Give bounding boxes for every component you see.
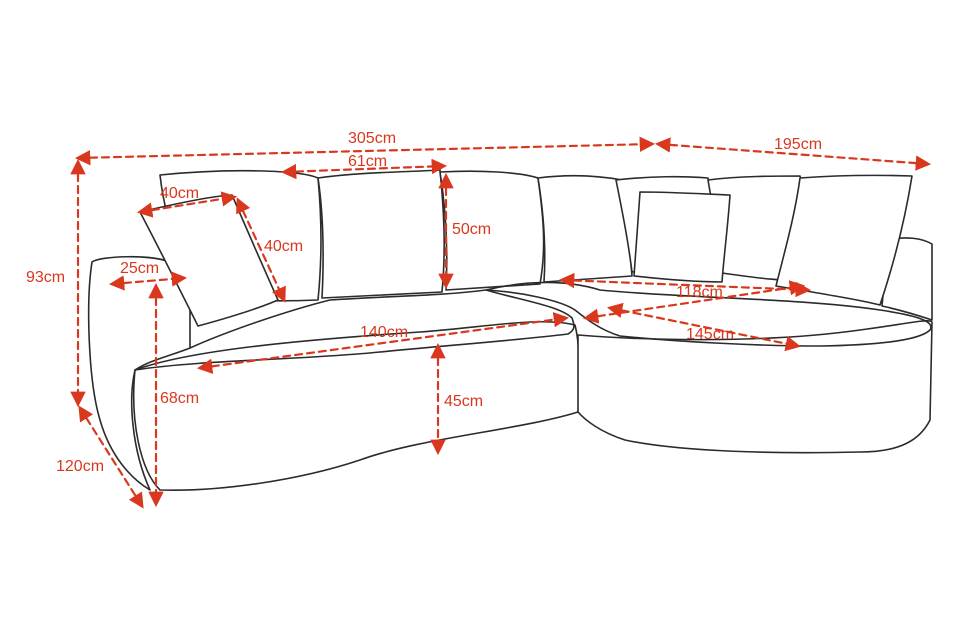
dim-line-cushion-width [280, 158, 448, 180]
label-chaise-diagonal: 145cm [686, 326, 734, 343]
side-cushion-3 [775, 174, 913, 306]
dim-line-chaise-length [654, 137, 932, 171]
label-seat-width: 140cm [360, 324, 408, 341]
dim-line-total-length [74, 136, 656, 166]
label-total-length: 305cm [348, 130, 396, 147]
side-cushion-2 [633, 191, 731, 283]
dim-line-total-depth [78, 405, 144, 509]
dim-line-armrest-width [108, 271, 188, 291]
dimension-lines [70, 136, 932, 509]
dim-line-chaise-diagonal-2 [606, 302, 802, 352]
label-chaise-depth-inner: 118cm [676, 284, 723, 301]
back-cushion-2 [317, 169, 445, 299]
label-side-cushion-height: 40cm [264, 238, 303, 255]
dim-line-side-cushion-height [236, 197, 286, 303]
label-total-depth: 120cm [56, 458, 104, 475]
sofa-outline [87, 169, 933, 492]
chaise-base [577, 320, 933, 454]
dimension-labels: 305cm 195cm 61cm 40cm 40cm 50cm 93cm 25c… [26, 130, 822, 475]
dim-line-seat-width [196, 312, 570, 374]
label-total-height: 93cm [26, 269, 65, 286]
label-cushion-height: 50cm [452, 221, 491, 238]
label-seat-height: 45cm [444, 393, 483, 410]
dim-line-side-cushion-width [136, 191, 238, 218]
label-side-cushion-width: 40cm [160, 185, 199, 202]
label-arm-height: 68cm [160, 390, 199, 407]
label-cushion-width: 61cm [348, 153, 387, 170]
label-armrest-width: 25cm [120, 260, 159, 277]
label-chaise-length: 195cm [774, 136, 822, 153]
